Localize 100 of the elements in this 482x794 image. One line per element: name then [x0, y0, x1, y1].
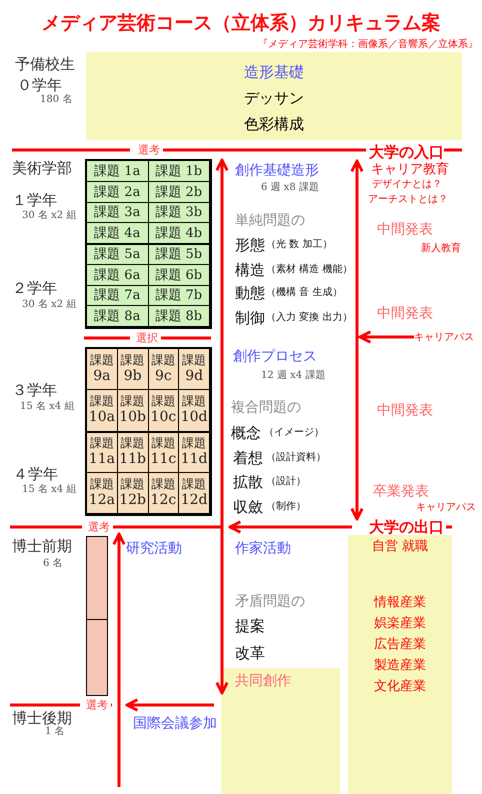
topic-label: 構造 — [235, 261, 265, 279]
panel-text: デッサン — [244, 88, 304, 109]
activity-heading: 研究活動 — [126, 540, 182, 558]
task-cell: 課題 11a — [87, 432, 118, 473]
topic-detail: （機構 音 生成） — [266, 287, 342, 299]
presentation-label: 卒業発表 — [373, 484, 429, 500]
task-cell: 課題 9a — [87, 349, 118, 390]
page-title: メディア芸術コース（立体系）カリキュラム案 — [40, 12, 442, 35]
divider-label: 選考 — [83, 698, 111, 712]
topic-label: 動態 — [235, 284, 265, 302]
topic-label: 改革 — [235, 644, 265, 662]
task-cell: 課題 9b — [118, 349, 148, 390]
task-cell: 課題 2b — [148, 182, 210, 202]
task-cell: 課題 10b — [118, 390, 148, 432]
topic-heading: 矛盾問題の — [235, 594, 305, 610]
task-cell: 課題 12b — [118, 472, 148, 514]
task-cell: 課題 11c — [148, 432, 180, 473]
task-cell: 課題 8b — [148, 306, 210, 327]
grade-label: １学年 — [12, 191, 57, 209]
activity-heading: 作家活動 — [235, 540, 291, 558]
topic-heading: 単純問題の — [235, 212, 305, 230]
topic-detail: （制作） — [266, 501, 306, 513]
note-text: 新人教育 — [421, 243, 461, 255]
task-cell: 課題 11d — [179, 432, 210, 473]
presentation-label: 中間発表 — [377, 222, 433, 238]
task-cell: 課題 1a — [87, 161, 148, 182]
arrow — [228, 520, 352, 534]
topic-detail: （入力 変換 出力） — [266, 312, 352, 324]
panel-heading: 造形基礎 — [244, 62, 304, 83]
milestone-label: 大学の入口 — [352, 144, 446, 161]
topic-detail: （素材 構造 機能） — [266, 264, 352, 276]
doctoral-bar — [86, 536, 108, 620]
task-cell: 課題 1b — [148, 161, 210, 182]
panel-text: 色彩構成 — [244, 114, 304, 135]
milestone-label: 大学の出口 — [352, 519, 446, 536]
industry-text: 情報産業 — [374, 594, 426, 612]
note-text: キャリア教育 — [371, 162, 449, 178]
task-cell: 課題 4a — [87, 223, 148, 244]
arrow — [350, 160, 364, 520]
topic-detail: （設計） — [266, 476, 306, 488]
grade-label: ２学年 — [12, 279, 57, 297]
note-text: キャリアパス — [416, 502, 476, 514]
task-cell: 課題 12a — [87, 472, 118, 514]
topic-label: 概念 — [231, 424, 261, 442]
topic-label: 提案 — [235, 617, 265, 635]
task-cell: 課題 10c — [148, 390, 180, 432]
activity-heading: 創作プロセス — [233, 348, 317, 366]
task-cell: 課題 12c — [148, 472, 180, 514]
topic-label: 着想 — [233, 449, 263, 467]
task-cell: 課題 6a — [87, 264, 148, 286]
count-label: 15 名 x4 組 — [22, 484, 76, 496]
note-text: デザイナとは？ — [372, 179, 442, 191]
grade-label: ４学年 — [13, 465, 58, 483]
task-cell: 課題 11b — [118, 432, 148, 473]
grade-label: 博士前期 — [12, 537, 72, 555]
count-label: 30 名 x2 組 — [22, 299, 76, 311]
task-cell: 課題 10d — [179, 390, 210, 432]
task-cell: 課題 7b — [148, 286, 210, 306]
count-label: 30 名 x2 組 — [22, 210, 76, 222]
grade-label: ０学年 — [17, 76, 62, 94]
count-label: 6 週 x8 課題 — [261, 182, 319, 194]
topic-detail: （イメージ） — [264, 427, 324, 439]
arrow — [358, 330, 414, 344]
task-grid — [85, 159, 212, 329]
panel-heading: 共同創作 — [235, 672, 292, 690]
subtitle-text: 『メディア芸術学科：画像系／音響系／立体系』 — [258, 39, 478, 51]
grade-label: 博士後期 — [12, 709, 72, 727]
count-label: 15 名 x4 組 — [20, 401, 74, 413]
industry-text: 製造産業 — [374, 657, 426, 675]
grade-label: 美術学部 — [12, 159, 72, 177]
note-text: キャリアパス — [414, 331, 478, 344]
task-cell: 課題 12d — [179, 472, 210, 514]
course-panel — [86, 52, 462, 140]
topic-heading: 複合問題の — [231, 400, 301, 416]
divider-label: 選択 — [133, 331, 161, 345]
note-text: アーチストとは？ — [368, 194, 448, 206]
task-cell: 課題 3a — [87, 202, 148, 224]
task-cell: 課題 5a — [87, 244, 148, 265]
arrow — [126, 698, 214, 712]
task-cell: 課題 9c — [148, 349, 180, 390]
task-cell: 課題 6b — [148, 264, 210, 286]
divider-label: 選考 — [85, 520, 113, 534]
industry-text: 文化産業 — [374, 678, 426, 696]
task-cell: 課題 7a — [87, 286, 148, 306]
count-label: 1 名 — [45, 726, 65, 738]
count-label: 12 週 x4 課題 — [261, 370, 326, 382]
count-label: 6 名 — [43, 558, 63, 570]
task-cell: 課題 5b — [148, 244, 210, 265]
industry-text: 広告産業 — [374, 636, 426, 654]
task-cell: 課題 2a — [87, 182, 148, 202]
activity-heading: 国際会議参加 — [133, 716, 217, 732]
topic-label: 収斂 — [233, 498, 263, 516]
divider-label: 選考 — [135, 143, 163, 157]
collaboration-panel — [221, 668, 340, 794]
task-cell: 課題 9d — [179, 349, 210, 390]
task-cell: 課題 3b — [148, 202, 210, 224]
presentation-label: 中間発表 — [377, 402, 433, 420]
topic-label: 形態 — [235, 236, 265, 254]
doctoral-bar — [86, 619, 108, 696]
task-grid — [85, 347, 212, 516]
